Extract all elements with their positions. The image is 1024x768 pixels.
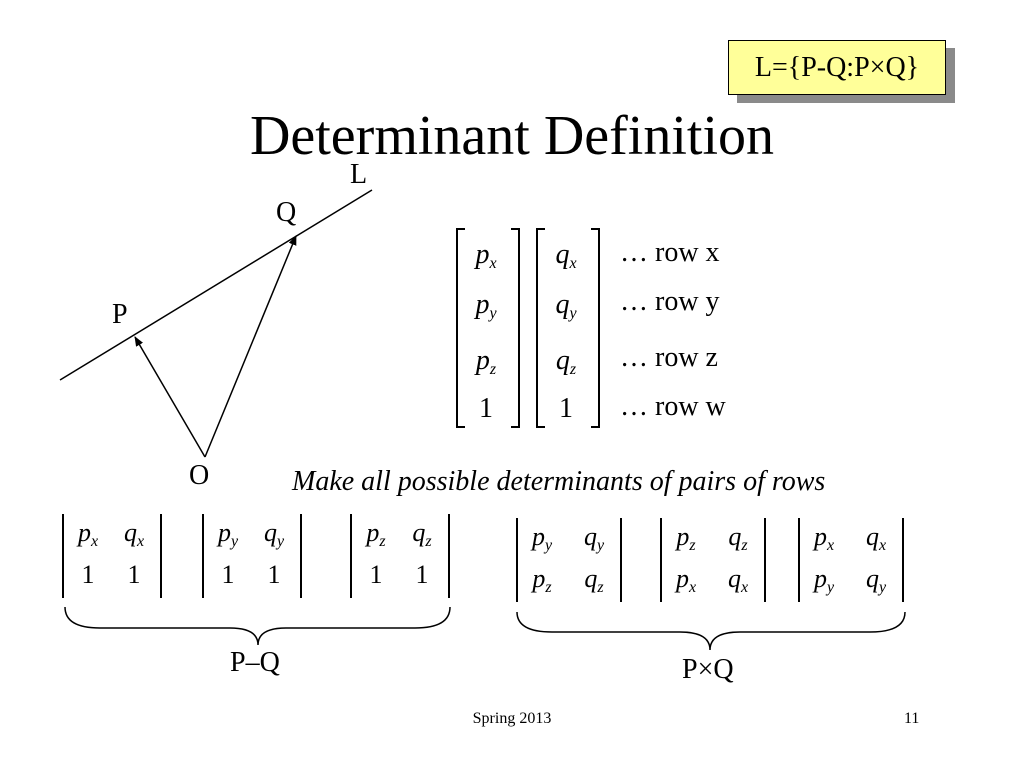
det-value: qz <box>584 564 604 596</box>
det-entry: 1 <box>402 560 442 590</box>
det-value: 1 <box>221 560 235 589</box>
det-entry: px <box>804 522 844 554</box>
brace-left <box>64 606 451 646</box>
det-entry: qx <box>856 522 896 554</box>
det-value: pz <box>366 518 386 550</box>
vector-q-entry: qy <box>536 289 596 322</box>
vector-op <box>134 336 206 458</box>
det-value: py <box>813 564 835 596</box>
matrix-entry: qx <box>555 239 577 272</box>
det-value: qy <box>263 518 285 550</box>
vector-p-entry: 1 <box>456 394 516 424</box>
det-entry: 1 <box>208 560 248 590</box>
matrix-entry: qz <box>555 345 577 378</box>
formula-badge: L={P-Q:P×Q} <box>728 40 946 95</box>
vector-p-entry: px <box>456 239 516 272</box>
vector-oq <box>204 235 297 458</box>
det-value: px <box>813 522 835 554</box>
vector-q-entry: qz <box>536 345 596 378</box>
det-value: 1 <box>369 560 383 589</box>
line-l <box>59 189 373 381</box>
det-value: 1 <box>127 560 141 589</box>
page-number: 11 <box>904 710 920 727</box>
label-l: L <box>350 159 368 190</box>
row-note-y: … row y <box>620 286 720 317</box>
det-entry: qx <box>114 518 154 550</box>
det-entry: pz <box>522 564 562 596</box>
det-value: px <box>675 564 697 596</box>
matrix-entry: pz <box>475 345 497 378</box>
det-value: 1 <box>267 560 281 589</box>
det-value: qy <box>583 522 605 554</box>
det-entry: pz <box>356 518 396 550</box>
label-p: P <box>112 299 128 330</box>
det-entry: qy <box>254 518 294 550</box>
vector-q-entry: 1 <box>536 394 596 424</box>
caption: Make all possible determinants of pairs … <box>292 466 826 497</box>
matrix-entry: px <box>475 239 497 272</box>
det-entry: qy <box>856 564 896 596</box>
matrix-entry: 1 <box>479 393 493 424</box>
det-value: 1 <box>415 560 429 589</box>
matrix-entry: 1 <box>559 393 573 424</box>
det-value: qx <box>123 518 145 550</box>
label-q: Q <box>276 197 297 228</box>
det-value: py <box>217 518 239 550</box>
det-entry: qy <box>574 522 614 554</box>
det-value: qy <box>865 564 887 596</box>
det-entry: qz <box>402 518 442 550</box>
det-value: 1 <box>81 560 95 589</box>
det-entry: 1 <box>114 560 154 590</box>
vector-q-matrix <box>536 228 600 428</box>
vector-p-entry: pz <box>456 345 516 378</box>
det-value: qx <box>865 522 887 554</box>
det-entry: 1 <box>68 560 108 590</box>
det-entry: qx <box>718 564 758 596</box>
det-entry: py <box>522 522 562 554</box>
det-entry: 1 <box>356 560 396 590</box>
det-entry: qz <box>574 564 614 596</box>
vector-p-entry: py <box>456 289 516 322</box>
label-p-minus-q: P–Q <box>230 647 280 678</box>
det-entry: qz <box>718 522 758 554</box>
det-value: px <box>77 518 99 550</box>
det-value: qx <box>727 564 749 596</box>
footer-date: Spring 2013 <box>472 710 552 727</box>
row-note-x: … row x <box>620 237 720 268</box>
det-entry: py <box>804 564 844 596</box>
det-value: pz <box>676 522 696 554</box>
label-p-cross-q: P×Q <box>682 654 734 685</box>
row-note-w: … row w <box>620 391 726 422</box>
vector-q-entry: qx <box>536 239 596 272</box>
vector-p-matrix <box>456 228 520 428</box>
matrix-entry: py <box>475 289 497 322</box>
label-o: O <box>189 460 210 491</box>
det-entry: 1 <box>254 560 294 590</box>
row-note-z: … row z <box>620 342 718 373</box>
det-value: py <box>531 522 553 554</box>
det-entry: px <box>68 518 108 550</box>
det-entry: pz <box>666 522 706 554</box>
det-value: pz <box>532 564 552 596</box>
det-value: qz <box>728 522 748 554</box>
det-entry: px <box>666 564 706 596</box>
slide-title: Determinant Definition <box>249 105 775 167</box>
brace-right <box>516 611 906 651</box>
det-value: qz <box>412 518 432 550</box>
matrix-entry: qy <box>555 289 577 322</box>
det-entry: py <box>208 518 248 550</box>
